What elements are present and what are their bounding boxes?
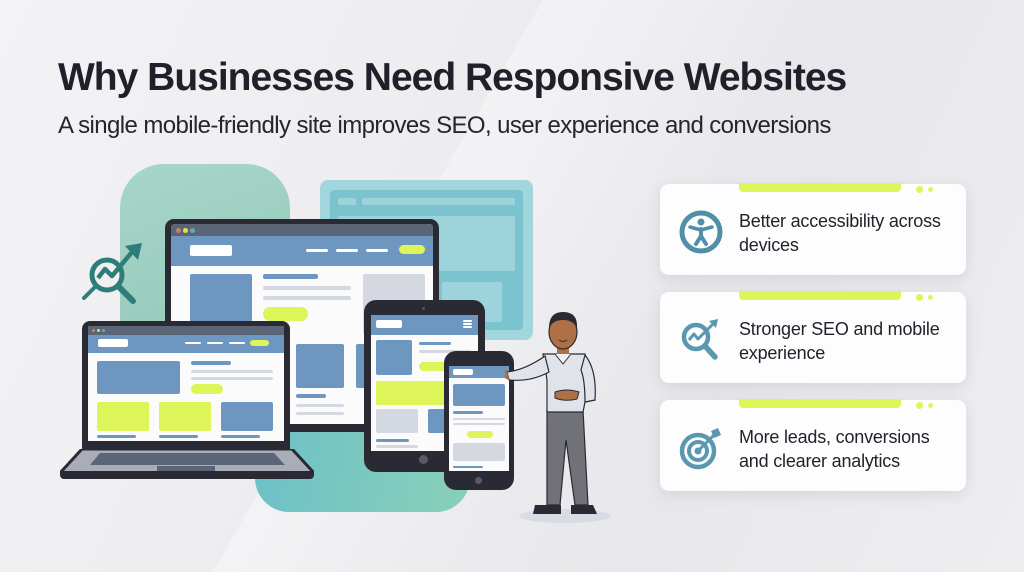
benefit-card-conversions: More leads, conversions and clearer anal…: [660, 399, 966, 491]
page-subtitle: A single mobile-friendly site improves S…: [58, 112, 831, 139]
laptop: [82, 321, 290, 449]
benefit-card-accessibility: Better accessibility across devices: [660, 183, 966, 275]
presenter-person: [505, 312, 611, 523]
card-accent-bar: [739, 183, 901, 192]
benefit-card-seo: Stronger SEO and mobile experience: [660, 291, 966, 383]
seo-growth-icon: [681, 319, 718, 360]
seo-analytics-icon: [82, 243, 142, 304]
benefit-text: Stronger SEO and mobile experience: [739, 319, 940, 363]
smartphone: [444, 351, 514, 490]
benefit-text: Better accessibility across devices: [739, 211, 941, 255]
benefit-text: More leads, conversions and clearer anal…: [739, 427, 930, 471]
card-accent-bar: [739, 399, 901, 408]
accessibility-icon: [679, 210, 723, 254]
target-icon: [679, 428, 721, 470]
responsive-devices-illustration: [56, 164, 611, 523]
page-title: Why Businesses Need Responsive Websites: [58, 56, 847, 99]
laptop-base: [56, 447, 318, 479]
card-accent-bar: [739, 291, 901, 300]
